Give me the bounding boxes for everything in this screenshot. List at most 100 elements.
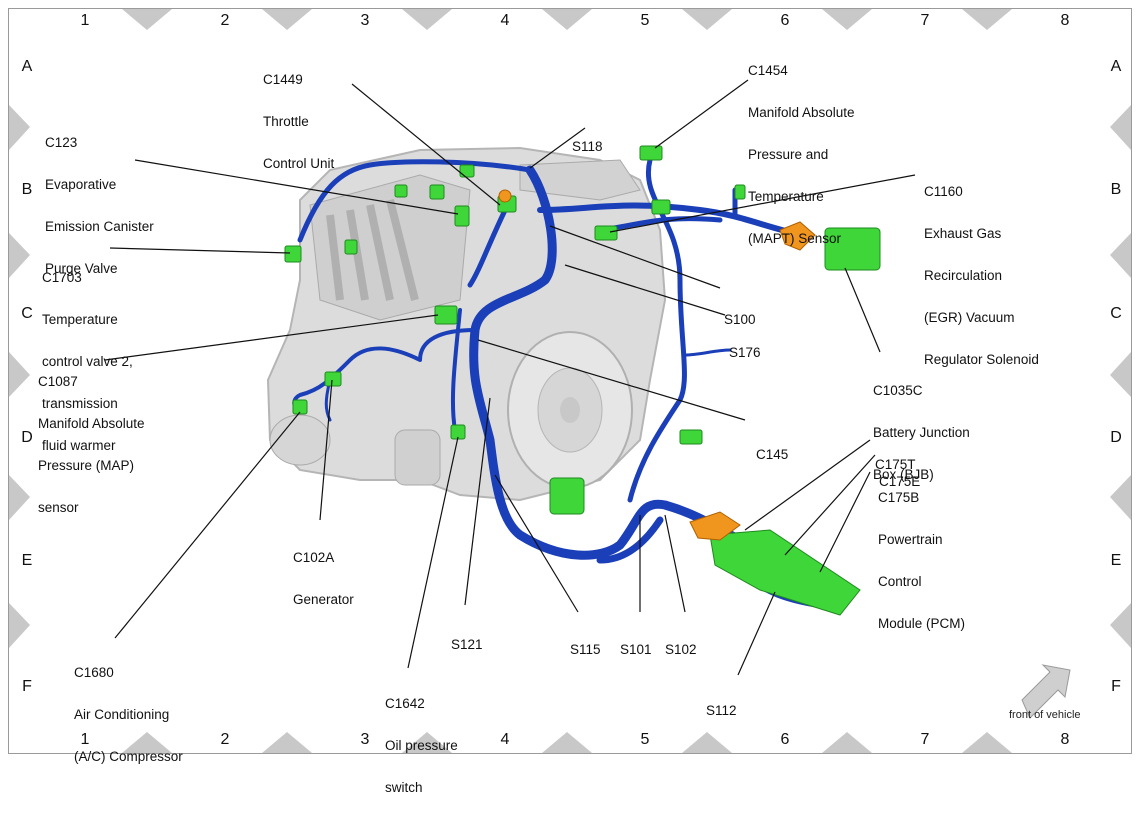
label-c1642: C1642 Oil pressure switch [385, 669, 458, 823]
front-arrow-icon [1021, 664, 1071, 719]
row-label-c-right: C [1110, 305, 1122, 322]
label-c175t-line: C175T [875, 457, 916, 472]
column-label-2-bottom: 2 [220, 731, 230, 748]
label-c175b-line: Control [878, 574, 922, 589]
label-c1454-line: C1454 [748, 63, 788, 78]
label-c1160-line: Recirculation [924, 268, 1003, 283]
orange-connectors [498, 189, 816, 541]
engine-illustration [266, 146, 667, 502]
column-label-1: 1 [80, 12, 90, 29]
label-c1703-line: transmission [42, 396, 118, 411]
label-s176: S176 [729, 318, 761, 388]
label-s115: S115 [570, 615, 601, 685]
label-c1703-line: fluid warmer [42, 438, 116, 453]
label-c1160-line: Regulator Solenoid [924, 352, 1039, 367]
grid-triangles [9, 9, 1131, 753]
label-c1454-line: Pressure and [748, 147, 829, 162]
column-label-7-bottom: 7 [920, 731, 930, 748]
connectors [284, 145, 881, 616]
column-label-4-bottom: 4 [500, 731, 510, 748]
label-c1454-line: Manifold Absolute [748, 105, 855, 120]
label-c1642-line: Oil pressure [385, 738, 458, 753]
label-c1454-line: Temperature [748, 189, 824, 204]
label-c1703-line: C1703 [42, 270, 82, 285]
label-c1454-line: (MAPT) Sensor [748, 231, 842, 246]
diagram-graphics [9, 9, 1131, 753]
label-c123-line: C123 [45, 135, 78, 150]
diagram-border [8, 8, 1132, 754]
label-c102a-line: Generator [293, 592, 354, 607]
label-c175b-line: Powertrain [878, 532, 943, 547]
label-c123-line: Emission Canister [45, 219, 154, 234]
label-c1449: C1449 Throttle Control Unit [263, 45, 334, 199]
row-label-b: B [21, 181, 33, 198]
row-label-f: F [22, 678, 32, 695]
label-c1087: C1087 Manifold Absolute Pressure (MAP) s… [38, 347, 145, 543]
label-s101: S101 [620, 615, 652, 685]
column-label-3: 3 [360, 12, 370, 29]
label-c1703: C1703 Temperature control valve 2, trans… [42, 243, 133, 481]
label-c1449-line: C1449 [263, 72, 303, 87]
label-s112-line: S112 [706, 703, 737, 718]
label-s115-line: S115 [570, 642, 601, 657]
row-label-b-right: B [1110, 181, 1122, 198]
label-c102a: C102A Generator [293, 523, 354, 635]
column-label-6: 6 [780, 12, 790, 29]
label-c123-line: Evaporative [45, 177, 117, 192]
leader-lines [104, 79, 916, 676]
label-s112: S112 [706, 676, 737, 746]
row-label-e-right: E [1110, 552, 1122, 569]
label-c1035c-line: Battery Junction [873, 425, 970, 440]
label-c1035c-line: C1035C [873, 383, 923, 398]
label-c175b: C175B Powertrain Control Module (PCM) [878, 463, 965, 659]
row-label-d-right: D [1110, 429, 1122, 446]
label-c175b-line: Module (PCM) [878, 616, 966, 631]
column-label-6-bottom: 6 [780, 731, 790, 748]
label-c1680-line: C1680 [74, 665, 114, 680]
label-c123: C123 Evaporative Emission Canister Purge… [45, 108, 154, 304]
label-c1087-line: C1087 [38, 374, 78, 389]
label-s100-line: S100 [724, 312, 756, 327]
front-of-vehicle-label: front of vehicle [1009, 709, 1081, 721]
label-c1160-line: C1160 [924, 184, 963, 199]
label-s121: S121 [451, 610, 483, 680]
label-c1703-line: control valve 2, [42, 354, 133, 369]
label-s176-line: S176 [729, 345, 761, 360]
label-c1680-line: Air Conditioning [74, 707, 170, 722]
column-label-1-bottom: 1 [80, 731, 90, 748]
label-c1680-line: (A/C) Compressor [74, 749, 183, 764]
column-label-5: 5 [640, 12, 650, 29]
label-c1642-line: C1642 [385, 696, 425, 711]
wiring-diagram: 1 2 3 4 5 6 7 8 1 2 3 4 5 6 7 8 A B C D … [8, 8, 1132, 795]
label-s118-line: S118 [572, 139, 603, 154]
row-label-a: A [21, 58, 33, 75]
label-s102: S102 [665, 615, 697, 685]
row-label-f-right: F [1111, 678, 1121, 695]
column-label-5-bottom: 5 [640, 731, 650, 748]
label-s121-line: S121 [451, 637, 483, 652]
label-c1035c-line: Box (BJB) [873, 467, 934, 482]
label-s100: S100 [724, 285, 756, 355]
label-c102a-line: C102A [293, 550, 335, 565]
label-c1680: C1680 Air Conditioning (A/C) Compressor [74, 638, 183, 792]
label-c145: C145 [756, 420, 788, 490]
row-label-d: D [21, 429, 33, 446]
label-c1703-line: Temperature [42, 312, 118, 327]
label-c1087-line: sensor [38, 500, 79, 515]
column-label-4: 4 [500, 12, 510, 29]
column-label-3-bottom: 3 [360, 731, 370, 748]
label-s101-line: S101 [620, 642, 652, 657]
row-label-c: C [21, 305, 33, 322]
label-s118: S118 [572, 112, 603, 182]
label-c1449-line: Throttle [263, 114, 309, 129]
label-c175e: C175E [879, 447, 920, 517]
label-c1449-line: Control Unit [263, 156, 335, 171]
label-c1087-line: Manifold Absolute [38, 416, 145, 431]
column-label-7: 7 [920, 12, 930, 29]
column-label-2: 2 [220, 12, 230, 29]
label-c123-line: Purge Valve [45, 261, 118, 276]
label-c1160: C1160 Exhaust Gas Recirculation (EGR) Va… [924, 157, 1039, 395]
label-c1160-line: Exhaust Gas [924, 226, 1002, 241]
column-label-8: 8 [1060, 12, 1070, 29]
row-label-a-right: A [1110, 58, 1122, 75]
